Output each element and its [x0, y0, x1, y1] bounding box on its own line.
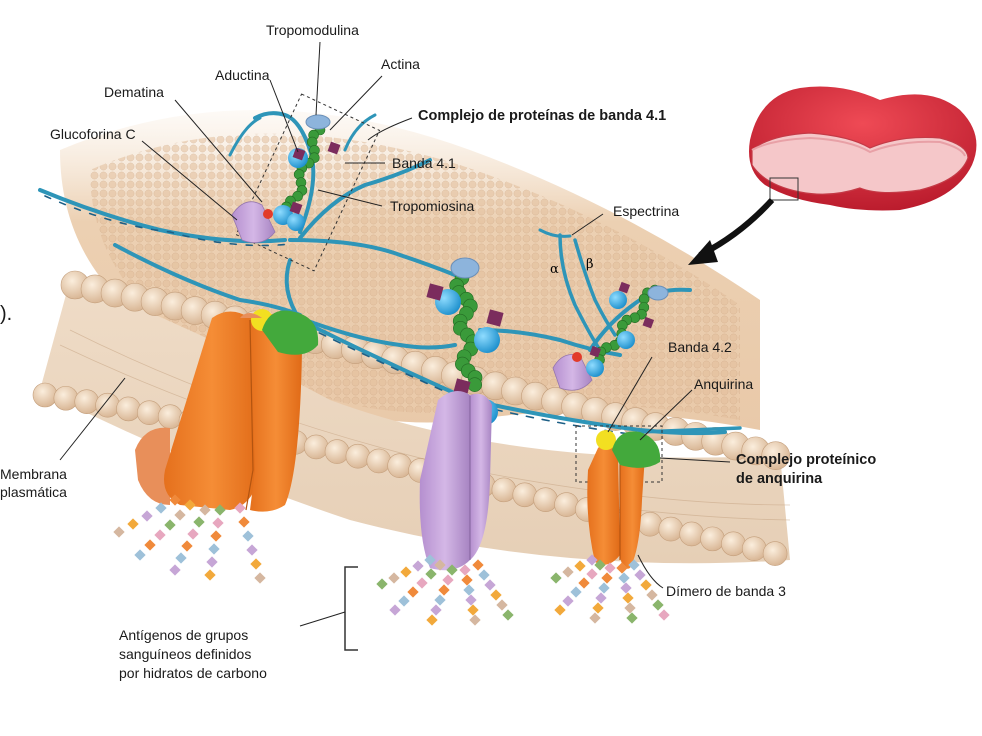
- label-membrana-line2: plasmática: [0, 484, 67, 500]
- label-banda-41: Banda 4.1: [392, 155, 456, 171]
- antigen-bracket: [344, 566, 358, 651]
- glycophorin-center: [419, 391, 492, 571]
- red-blood-cell-icon: [749, 86, 977, 211]
- protein-4-1-complex-right: [552, 281, 669, 391]
- zoom-region-box: [769, 177, 799, 201]
- label-membrana-line1: Membrana: [0, 466, 67, 482]
- leader-lines: [59, 41, 731, 627]
- band-3-dimer-right: [575, 425, 663, 569]
- label-dimero-banda-3: Dímero de banda 3: [666, 583, 786, 599]
- label-aductina: Aductina: [215, 67, 270, 83]
- band-3-dimer-left: [135, 309, 319, 512]
- label-dematina: Dematina: [104, 84, 164, 100]
- protein-4-1-complex-top: [231, 93, 381, 272]
- label-antigenos: Antígenos de grupos sanguíneos definidos…: [119, 627, 267, 681]
- label-tropomiosina: Tropomiosina: [390, 198, 475, 214]
- label-complejo-anquirina-line2: de anquirina: [736, 471, 823, 487]
- label-complejo-banda-41: Complejo de proteínas de banda 4.1: [418, 108, 667, 124]
- label-actina: Actina: [381, 56, 420, 72]
- label-banda-42: Banda 4.2: [668, 339, 732, 355]
- label-complejo-anquirina-line1: Complejo proteínico: [736, 452, 877, 468]
- cropped-paren: ).: [0, 303, 13, 325]
- label-espectrina: Espectrina: [613, 203, 680, 219]
- label-anquirina: Anquirina: [694, 376, 754, 392]
- label-tropomodulina: Tropomodulina: [266, 22, 359, 38]
- beta-label: β: [586, 257, 594, 272]
- zoom-arrow: [688, 197, 775, 265]
- carbohydrate-chains: [113, 494, 670, 626]
- alpha-label: α: [550, 262, 559, 277]
- label-glucoforina-c: Glucoforina C: [50, 126, 136, 142]
